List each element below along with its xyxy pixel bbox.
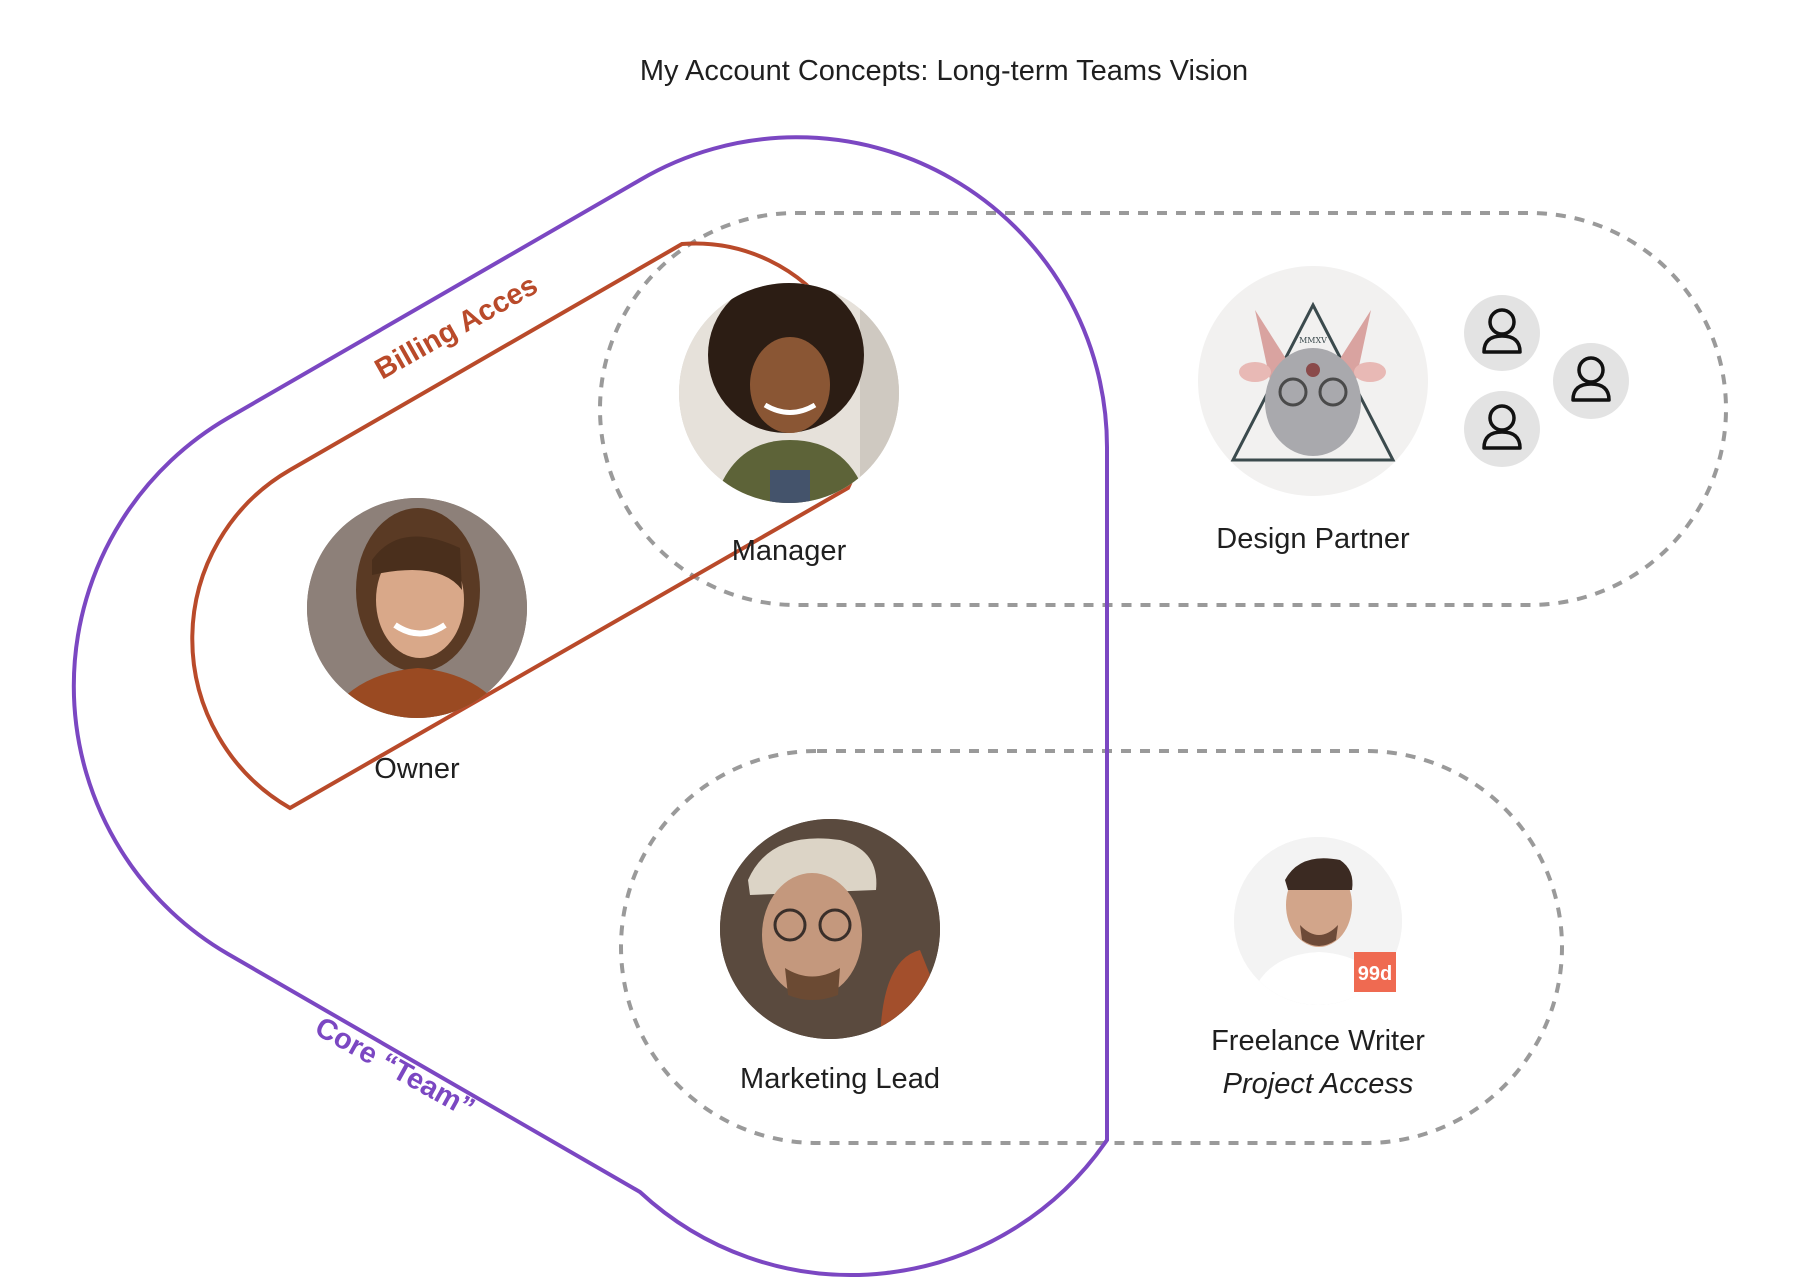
freelance-writer-avatar[interactable] bbox=[1230, 835, 1410, 1015]
billing-access-label: Billing Access bbox=[0, 0, 543, 386]
manager-label: Manager bbox=[732, 535, 847, 567]
person-icon bbox=[1482, 308, 1522, 354]
marketing-lead-avatar[interactable] bbox=[715, 815, 960, 1050]
manager-avatar[interactable] bbox=[675, 277, 905, 520]
99d-badge: 99d bbox=[1354, 952, 1396, 992]
core-team-label: Core “Team” bbox=[310, 1011, 480, 1125]
design-partner-group-outline bbox=[598, 211, 1728, 607]
freelance-writer-label: Freelance Writer bbox=[1211, 1025, 1425, 1057]
person-icon bbox=[1482, 404, 1522, 450]
person-icon bbox=[1571, 356, 1611, 402]
svg-text:MMXV: MMXV bbox=[1299, 336, 1327, 345]
placeholder-member-1[interactable] bbox=[1464, 295, 1540, 371]
project-access-label: Project Access bbox=[1223, 1068, 1414, 1100]
marketing-lead-label: Marketing Lead bbox=[740, 1063, 940, 1095]
99d-badge-text: 99d bbox=[1358, 963, 1392, 985]
diagram-title: My Account Concepts: Long-term Teams Vis… bbox=[640, 55, 1248, 87]
design-partner-label: Design Partner bbox=[1216, 523, 1410, 555]
core-team-outline bbox=[71, 135, 1110, 1277]
design-partner-avatar[interactable]: MMXV bbox=[1198, 266, 1428, 496]
owner-label: Owner bbox=[374, 753, 460, 785]
placeholder-member-3[interactable] bbox=[1464, 391, 1540, 467]
freelance-group-outline bbox=[619, 749, 1564, 1145]
placeholder-member-2[interactable] bbox=[1553, 343, 1629, 419]
owner-avatar[interactable] bbox=[300, 490, 540, 760]
